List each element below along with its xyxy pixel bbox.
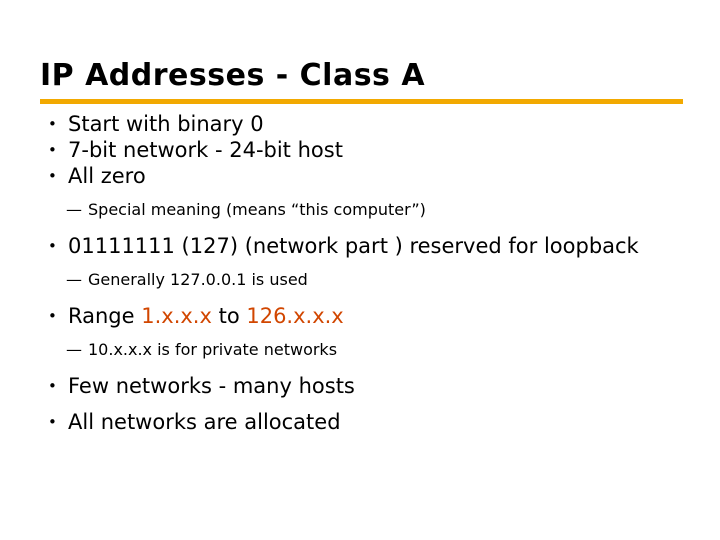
- list-item-label: All networks are allocated: [68, 410, 341, 434]
- bullet-icon: •: [48, 307, 57, 325]
- sub-list-item: — Generally 127.0.0.1 is used: [38, 270, 686, 290]
- sub-list-item-label: Generally 127.0.0.1 is used: [88, 270, 308, 289]
- bullet-icon: •: [48, 237, 57, 255]
- spacer: [38, 330, 686, 340]
- range-end-value: 126.x.x.x: [246, 304, 344, 328]
- sub-list-item: — Special meaning (means “this computer”…: [38, 200, 686, 220]
- list-item-label: All zero: [68, 164, 146, 188]
- list-item: • Start with binary 0: [38, 112, 686, 137]
- bullet-list: • Start with binary 0 • 7-bit network - …: [38, 112, 686, 435]
- title-underline-rule: [40, 99, 683, 104]
- em-dash-icon: —: [66, 340, 82, 359]
- list-item: • All networks are allocated: [38, 410, 686, 435]
- range-start-value: 1.x.x.x: [141, 304, 212, 328]
- slide-body: • Start with binary 0 • 7-bit network - …: [38, 112, 686, 436]
- spacer: [38, 360, 686, 374]
- spacer: [38, 260, 686, 270]
- list-item: • All zero: [38, 164, 686, 189]
- sub-list-item-label: 10.x.x.x is for private networks: [88, 340, 338, 359]
- sub-list-item-label: Special meaning (means “this computer”): [88, 200, 426, 219]
- bullet-icon: •: [48, 413, 57, 431]
- list-item-label: 01111111 (127) (network part ) reserved …: [68, 234, 639, 258]
- range-label-middle: to: [211, 304, 247, 328]
- bullet-icon: •: [48, 141, 57, 159]
- bullet-icon: •: [48, 377, 57, 395]
- list-item-label: Start with binary 0: [68, 112, 264, 136]
- list-item: • 01111111 (127) (network part ) reserve…: [38, 234, 686, 259]
- em-dash-icon: —: [66, 200, 82, 219]
- list-item-label: Few networks - many hosts: [68, 374, 355, 398]
- em-dash-icon: —: [66, 270, 82, 289]
- bullet-icon: •: [48, 167, 57, 185]
- sub-list-item: — 10.x.x.x is for private networks: [38, 340, 686, 360]
- spacer: [38, 220, 686, 234]
- spacer: [38, 190, 686, 200]
- spacer: [38, 400, 686, 410]
- list-item: • Few networks - many hosts: [38, 374, 686, 399]
- page-title: IP Addresses - Class A: [40, 58, 426, 93]
- range-label-prefix: Range: [68, 304, 142, 328]
- list-item: • 7-bit network - 24-bit host: [38, 138, 686, 163]
- list-item-label: 7-bit network - 24-bit host: [68, 138, 343, 162]
- list-item-range: • Range 1.x.x.x to 126.x.x.x: [38, 304, 686, 329]
- bullet-icon: •: [48, 115, 57, 133]
- spacer: [38, 290, 686, 304]
